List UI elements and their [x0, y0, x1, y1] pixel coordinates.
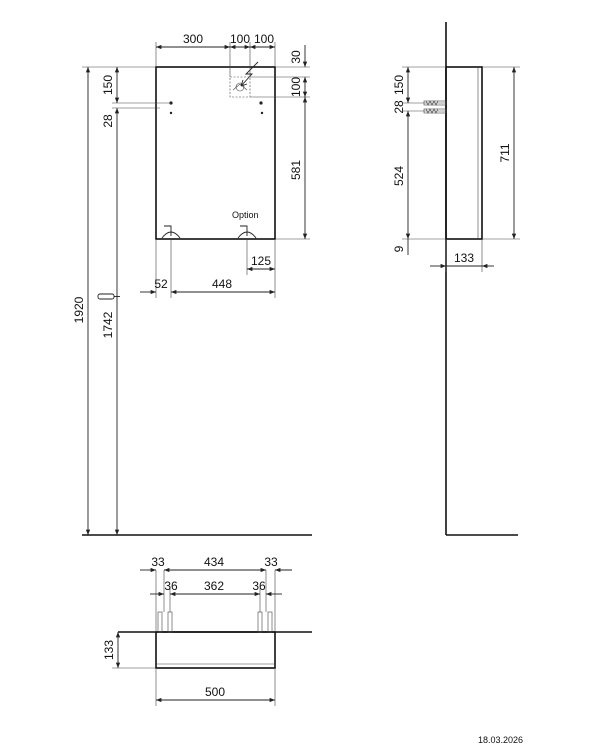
plan-dim-500: 500	[205, 685, 225, 699]
side-dim-524: 524	[392, 166, 406, 186]
dim-448: 448	[212, 277, 232, 291]
dim-300: 300	[183, 32, 203, 46]
dim-100-a: 100	[230, 32, 250, 46]
plan-dim-33-a: 33	[151, 555, 165, 569]
electrical-outlet-icon	[229, 61, 259, 98]
plan-cabinet-outline	[155, 631, 276, 669]
dim-150-left: 150	[101, 75, 115, 95]
dim-125: 125	[251, 254, 271, 268]
dim-581: 581	[289, 160, 303, 180]
drawing-date: 18.03.2026	[478, 735, 524, 745]
plan-view: 33 434 33 36 362 36 133 500	[102, 555, 312, 706]
mount-hole-right	[259, 101, 263, 105]
side-dim-28: 28	[392, 100, 406, 114]
plan-dim-36-a: 36	[164, 579, 178, 593]
plan-dim-33-b: 33	[264, 555, 278, 569]
mount-hole-right-low	[260, 111, 264, 115]
front-cabinet-outline	[155, 66, 276, 240]
side-dim-150: 150	[392, 75, 406, 95]
fixture-right-icon	[237, 225, 257, 239]
plan-dim-36-b: 36	[252, 579, 266, 593]
side-dim-9: 9	[392, 245, 406, 252]
dim-1920: 1920	[72, 296, 86, 323]
dim-100-drop: 100	[289, 77, 303, 97]
mount-hole-left-low	[169, 111, 173, 115]
dim-52: 52	[154, 277, 168, 291]
side-cabinet-outline	[445, 66, 483, 240]
dim-28-left: 28	[101, 114, 115, 128]
option-label: Option	[232, 210, 259, 220]
water-inlet-icon	[97, 293, 120, 300]
side-dim-133: 133	[454, 251, 474, 265]
dim-100-b: 100	[254, 32, 274, 46]
plan-dim-362: 362	[204, 579, 224, 593]
side-dim-711: 711	[498, 143, 512, 162]
dim-1742: 1742	[101, 311, 115, 338]
plan-dim-133: 133	[102, 640, 116, 660]
fixture-left-icon	[161, 225, 181, 239]
side-view: 150 28 524 9 711 133	[392, 22, 520, 536]
front-view: Option 300 100 100 30 100 581 150 28	[72, 32, 312, 536]
dim-30: 30	[289, 50, 303, 64]
plan-dim-434: 434	[204, 555, 224, 569]
plan-anchor-icons	[157, 611, 273, 633]
